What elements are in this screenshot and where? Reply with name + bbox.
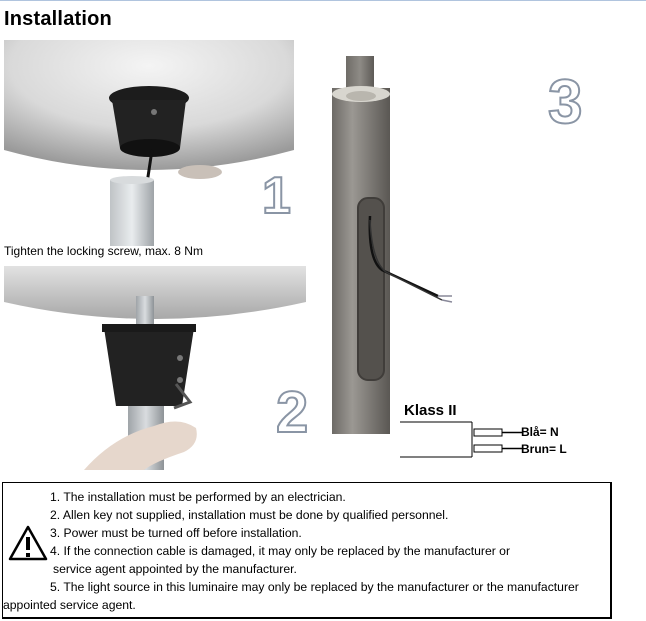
photo-step-3 [318,56,478,434]
safety-notice-box: 1. The installation must be performed by… [2,482,612,619]
photo-step-1 [4,40,294,246]
class-label: Klass II [404,402,457,419]
header-rule [0,0,646,1]
wire-brown-label: Brun= L [521,442,567,456]
wire-blue-label: Blå= N [521,425,559,439]
step-1-caption: Tighten the locking screw, max. 8 Nm [4,244,203,258]
notice-1: 1. The installation must be performed by… [50,490,346,504]
wiring-diagram [400,421,522,458]
notice-5-cont: appointed service agent. [3,598,136,612]
notice-2: 2. Allen key not supplied, installation … [50,508,449,522]
step-number-2: 2 [275,380,309,445]
notice-4: 4. If the connection cable is damaged, i… [50,544,511,558]
notice-5: 5. The light source in this luminaire ma… [50,580,579,594]
notice-4-cont: service agent appointed by the manufactu… [53,562,297,576]
page-title: Installation [4,8,112,30]
warning-triangle-icon [8,525,48,561]
step-number-3: 3 [547,68,584,137]
step-number-1: 1 [261,167,292,225]
photo-step-2 [4,266,306,470]
notice-3: 3. Power must be turned off before insta… [50,526,302,540]
